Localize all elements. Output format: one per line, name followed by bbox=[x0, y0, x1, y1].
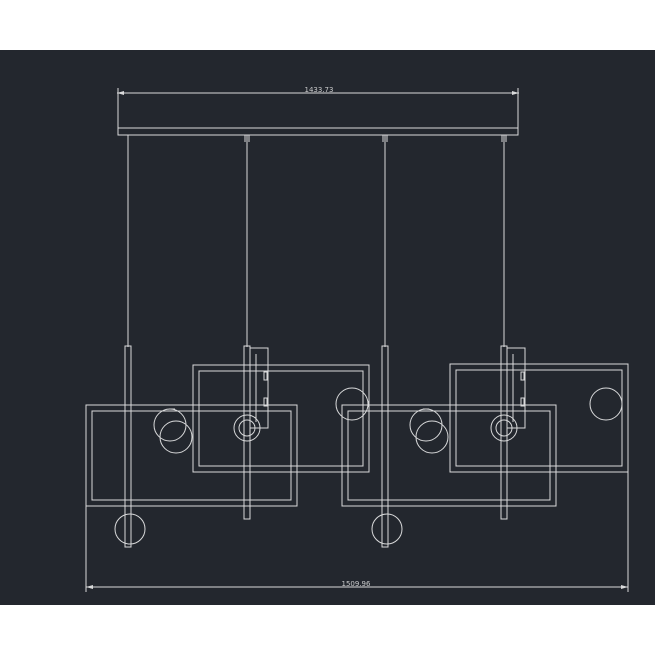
right-glass-globes bbox=[371, 387, 623, 545]
right-fixture-frame-front bbox=[341, 404, 557, 507]
left-glass-globes bbox=[114, 387, 369, 545]
top-dimension-line bbox=[117, 88, 519, 130]
ceiling-canopy bbox=[117, 127, 519, 136]
cad-drawing-viewport: 1433.73 bbox=[0, 50, 655, 605]
top-dimension-label: 1433.73 bbox=[305, 86, 334, 94]
right-vertical-rods bbox=[381, 345, 508, 548]
left-mounting-bracket bbox=[249, 347, 269, 429]
bottom-dimension-label: 1509.96 bbox=[342, 580, 371, 588]
right-fixture-frame-back bbox=[449, 363, 629, 473]
bottom-dimension-line bbox=[85, 472, 629, 592]
left-vertical-rods bbox=[124, 345, 251, 548]
left-fixture-frame-back bbox=[192, 364, 370, 473]
suspension-cables bbox=[127, 135, 507, 347]
left-fixture-frame-front bbox=[85, 404, 298, 507]
right-mounting-bracket bbox=[506, 347, 526, 429]
pendant-light-elevation-drawing: 1433.73 bbox=[0, 50, 655, 605]
drawing-background bbox=[0, 50, 655, 605]
